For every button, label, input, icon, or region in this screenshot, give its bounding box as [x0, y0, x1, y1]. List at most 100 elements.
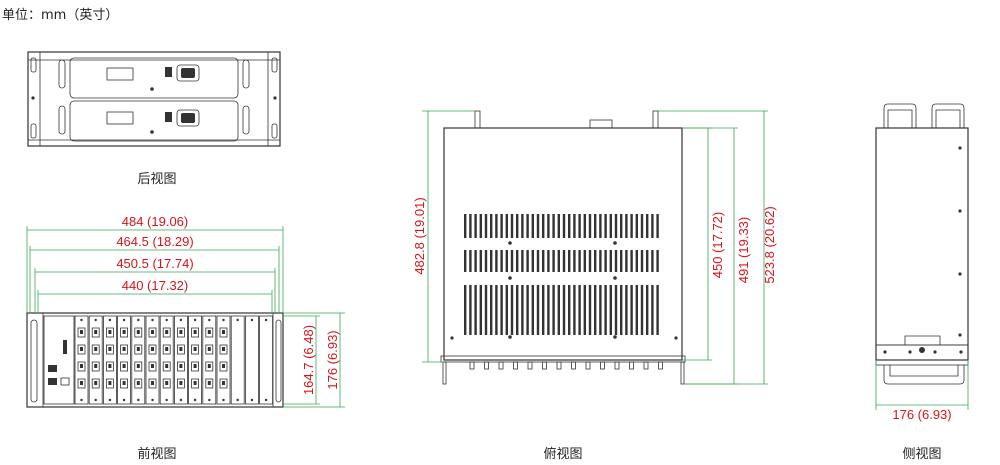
vent-slot [521, 285, 524, 335]
dim-top-450: 450 (17.72) [710, 212, 725, 279]
vent-slot [651, 285, 654, 335]
dim-front-484: 484 (19.06) [122, 214, 189, 229]
vent-slot [490, 250, 493, 272]
slot-card [173, 315, 188, 405]
side-dimensions: 176 (6.93) [875, 360, 969, 422]
vent-slot [547, 250, 550, 272]
slot-card [202, 315, 217, 405]
vent-slot [479, 214, 482, 238]
vent-slot [516, 250, 519, 272]
vent-slot [625, 285, 628, 335]
vent-slot [630, 214, 633, 238]
dim-top-482: 482.8 (19.01) [412, 197, 427, 274]
vent-slot [562, 214, 566, 238]
vent-slot [599, 214, 602, 238]
vent-slot [484, 250, 488, 272]
slot-card [216, 315, 231, 405]
vent-slot [620, 285, 623, 335]
vent-slot [510, 214, 514, 238]
unit-label: 单位：mm（英寸） [2, 8, 119, 23]
top-dimensions: 482.8 (19.01) 450 (17.72) 491 (19.33) 52… [412, 110, 777, 385]
vent-slot [651, 250, 654, 272]
slot-card [230, 315, 245, 405]
vent-slot [588, 285, 592, 335]
vent-slot [594, 285, 597, 335]
vent-slot [557, 285, 560, 335]
vent-slot [490, 214, 493, 238]
vent-slot [599, 250, 602, 272]
vent-slot [646, 285, 649, 335]
vent-slot [640, 285, 644, 335]
vent-slot [500, 214, 503, 238]
vent-slot [614, 285, 618, 335]
vent-slot [510, 250, 514, 272]
vent-slot [594, 250, 597, 272]
vent-slot [620, 250, 623, 272]
vent-slot [646, 250, 649, 272]
vent-slot [495, 285, 498, 335]
vent-slot [614, 214, 618, 238]
vent-slot [656, 250, 659, 272]
vent-slot [573, 285, 576, 335]
slot-card [103, 315, 117, 405]
vent-slot [495, 214, 498, 238]
dim-front-176: 176 (6.93) [325, 330, 340, 389]
top-vents [464, 214, 659, 335]
vent-slot [484, 214, 488, 238]
dim-top-491: 491 (19.33) [736, 217, 751, 284]
vent-slot [536, 285, 540, 335]
vent-slot [568, 250, 571, 272]
vent-slot [656, 285, 659, 335]
slot-card [131, 315, 146, 405]
vent-slot [542, 214, 545, 238]
front-view [26, 312, 284, 408]
vent-slot [656, 214, 659, 238]
vent-slot [469, 214, 472, 238]
vent-slot [479, 285, 482, 335]
vent-slot [620, 214, 623, 238]
vent-slot [526, 250, 529, 272]
vent-slot [583, 250, 586, 272]
dim-top-523: 523.8 (20.62) [762, 206, 777, 283]
slot-card [159, 315, 174, 405]
vent-slot [557, 214, 560, 238]
vent-slot [557, 250, 560, 272]
vent-slot [604, 250, 607, 272]
vent-slot [651, 214, 654, 238]
vent-slot [464, 250, 467, 272]
vent-slot [630, 250, 633, 272]
vent-slot [505, 285, 508, 335]
vent-slot [573, 250, 576, 272]
vent-slot [547, 285, 550, 335]
vent-slot [474, 214, 477, 238]
slot-card [244, 315, 259, 405]
rear-view [27, 51, 281, 147]
vent-slot [573, 214, 576, 238]
slot-card [145, 315, 160, 405]
vent-slot [531, 285, 534, 335]
vent-slot [495, 250, 498, 272]
caption-rear-view: 后视图 [137, 172, 177, 187]
vent-slot [505, 214, 508, 238]
vent-slot [552, 285, 555, 335]
vent-slot [464, 285, 467, 335]
vent-slot [604, 285, 607, 335]
vent-slot [568, 285, 571, 335]
vent-slot [609, 250, 612, 272]
dim-front-464: 464.5 (18.29) [116, 234, 193, 249]
vent-slot [526, 214, 529, 238]
vent-slot [536, 214, 540, 238]
top-view [440, 110, 686, 385]
vent-slot [464, 214, 467, 238]
vent-slot [594, 214, 597, 238]
vent-slot [516, 214, 519, 238]
vent-slot [562, 285, 566, 335]
caption-side-view: 侧视图 [902, 447, 942, 462]
vent-slot [490, 285, 493, 335]
vent-slot [469, 285, 472, 335]
vent-slot [578, 214, 581, 238]
vent-slot [646, 214, 649, 238]
slot-card [188, 315, 203, 405]
vent-slot [542, 250, 545, 272]
